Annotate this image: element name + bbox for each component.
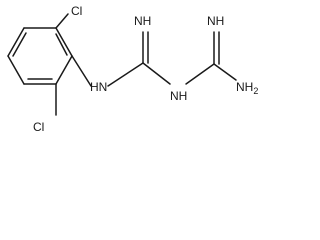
structure-diagram: Cl Cl HN NH NH NH NH2 xyxy=(7,4,258,134)
ring-double-bond-3 xyxy=(12,32,27,57)
bond-ring-nh xyxy=(71,55,92,87)
bond-nh-c1 xyxy=(107,62,144,87)
benzene-ring xyxy=(7,27,73,85)
bond-nh2-c2 xyxy=(185,63,215,85)
atom-nh2-terminal: NH2 xyxy=(236,80,258,96)
ring-bond-1 xyxy=(55,27,73,57)
atom-imine-left: NH xyxy=(134,14,151,28)
atom-nh-aniline: HN xyxy=(90,80,107,94)
atom-nh-bridge: NH xyxy=(170,89,187,103)
atom-nh-aniline-n: N xyxy=(99,80,108,94)
bond-ring-cl-top xyxy=(55,13,69,29)
atom-nh-bridge-h: H xyxy=(179,89,188,103)
ring-bond-5 xyxy=(7,27,25,57)
bond-c2-nh2 xyxy=(213,63,237,81)
atom-cl-top: Cl xyxy=(71,4,82,18)
bond-c1-nh2 xyxy=(142,62,171,85)
ring-bond-4 xyxy=(7,55,25,85)
ring-double-bond-1 xyxy=(55,33,68,56)
atom-nh2-terminal-nh: NH xyxy=(236,80,253,94)
atom-imine-right: NH xyxy=(207,14,224,28)
ring-bond-2 xyxy=(55,55,73,85)
atom-cl-bottom: Cl xyxy=(33,120,44,134)
atom-nh-aniline-h: H xyxy=(90,80,99,94)
atom-nh-bridge-n: N xyxy=(170,89,179,103)
atom-nh2-subscript: 2 xyxy=(253,86,258,96)
